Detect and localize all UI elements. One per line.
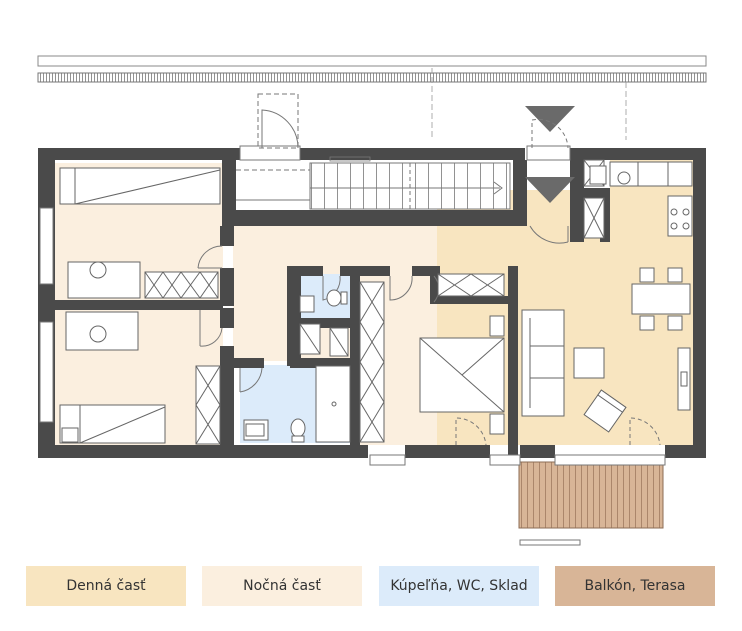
scale-bar <box>519 539 581 546</box>
walls <box>38 148 706 461</box>
bed-icon <box>59 167 221 299</box>
legend-balcony: Balkón, Terasa <box>555 566 715 606</box>
entrance-door <box>257 93 299 149</box>
sofa-icon <box>521 309 627 433</box>
legend-night: Nočná časť <box>202 566 362 606</box>
legend-bath: Kúpeľňa, WC, Sklad <box>379 566 539 606</box>
legend-label: Nočná časť <box>243 578 321 594</box>
legend-label: Balkón, Terasa <box>584 578 686 594</box>
toilet-icon <box>290 289 348 443</box>
stove-icon <box>583 159 693 239</box>
staircase <box>236 156 511 210</box>
entrance-arrow-icon <box>525 106 575 203</box>
roof-edge <box>37 55 707 140</box>
balcony <box>518 461 664 529</box>
windows <box>39 145 666 466</box>
dining-table-icon <box>631 267 691 411</box>
bedroom-bottom-furniture <box>59 311 221 445</box>
legend-label: Denná časť <box>66 578 146 594</box>
master-bedroom-furniture <box>359 273 505 443</box>
legend-label: Kúpeľňa, WC, Sklad <box>390 578 528 594</box>
sink-icon <box>245 295 315 437</box>
legend-day: Denná časť <box>26 566 186 606</box>
